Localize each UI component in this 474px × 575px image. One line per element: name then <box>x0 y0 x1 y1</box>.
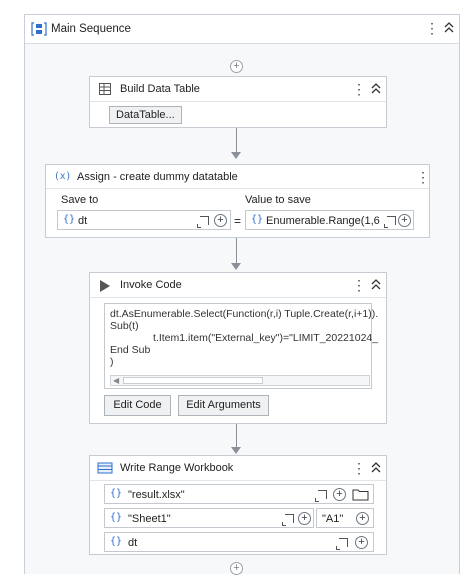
code-line: dt.AsEnumerable.Select(Function(r,i) Tup… <box>110 308 379 320</box>
expression-brace-icon: {} <box>110 512 123 523</box>
add-plus-icon[interactable]: + <box>398 214 411 227</box>
expression-brace-icon: {} <box>63 214 76 225</box>
build-data-table-title: Build Data Table <box>120 83 200 95</box>
value-to-save-field[interactable]: {} Enumerable.Range(1,6 + <box>245 210 414 230</box>
connector-arrow-icon <box>231 263 241 270</box>
write-range-workbook-card[interactable]: Write Range Workbook ⋮ {} "result.xlsx" … <box>89 455 387 555</box>
code-line: Sub(t) <box>110 320 139 332</box>
datatable-value: dt <box>128 537 138 549</box>
datatable-field[interactable]: {} dt + <box>104 532 374 552</box>
add-plus-icon[interactable]: + <box>333 488 346 501</box>
write-range-title: Write Range Workbook <box>120 462 234 474</box>
collapse-icon[interactable] <box>443 21 455 35</box>
add-activity-plus-icon[interactable]: + <box>230 562 243 575</box>
sequence-header[interactable]: Main Sequence ⋮ <box>25 15 459 44</box>
start-cell-value: "A1" <box>322 513 344 525</box>
add-plus-icon[interactable]: + <box>214 214 227 227</box>
invoke-code-title: Invoke Code <box>120 279 182 291</box>
more-options-icon[interactable]: ⋮ <box>352 460 366 476</box>
more-options-icon[interactable]: ⋮ <box>352 81 366 97</box>
folder-icon[interactable] <box>352 488 369 501</box>
save-to-field[interactable]: {} dt + <box>57 210 231 230</box>
add-plus-icon[interactable]: + <box>298 512 311 525</box>
workbook-path-value: "result.xlsx" <box>128 489 185 501</box>
spreadsheet-icon <box>97 462 113 474</box>
scrollbar-thumb[interactable] <box>123 377 263 384</box>
horizontal-scrollbar[interactable]: ◀ <box>110 375 370 386</box>
sequence-title: Main Sequence <box>51 23 131 35</box>
add-plus-icon[interactable]: + <box>356 512 369 525</box>
expression-brace-icon: {} <box>251 214 264 225</box>
connector-line <box>236 128 237 152</box>
start-cell-field[interactable]: "A1" + <box>316 508 374 528</box>
workbook-path-field[interactable]: {} "result.xlsx" + <box>104 484 374 504</box>
edit-arguments-button[interactable]: Edit Arguments <box>178 395 269 416</box>
value-to-save-label: Value to save <box>245 194 311 206</box>
sequence-icon <box>31 22 47 36</box>
expand-editor-icon[interactable] <box>336 538 348 550</box>
assign-icon: (x) <box>54 171 72 182</box>
code-preview-box[interactable]: dt.AsEnumerable.Select(Function(r,i) Tup… <box>104 303 378 389</box>
scroll-left-arrow-icon[interactable]: ◀ <box>113 376 120 385</box>
build-data-table-header[interactable]: Build Data Table ⋮ <box>90 77 386 102</box>
collapse-icon[interactable] <box>370 461 382 475</box>
play-icon <box>100 280 110 292</box>
code-line: t.Item1.item("External_key")="LIMIT_2022… <box>153 332 379 344</box>
collapse-icon[interactable] <box>370 82 382 96</box>
expand-editor-icon[interactable] <box>197 216 209 228</box>
edit-code-button[interactable]: Edit Code <box>104 395 171 416</box>
code-line: End Sub <box>110 344 151 356</box>
assign-title: Assign - create dummy datatable <box>77 171 238 183</box>
more-options-icon[interactable]: ⋮ <box>416 169 430 185</box>
connector-line <box>236 424 237 447</box>
invoke-code-card[interactable]: Invoke Code ⋮ dt.AsEnumerable.Select(Fun… <box>89 272 387 424</box>
assign-header[interactable]: (x) Assign - create dummy datatable ⋮ <box>46 165 430 189</box>
code-line: ) <box>110 356 114 368</box>
build-data-table-card[interactable]: Build Data Table ⋮ DataTable... <box>89 76 387 128</box>
sheet-name-field[interactable]: {} "Sheet1" + <box>104 508 314 528</box>
connector-arrow-icon <box>231 447 241 454</box>
connector-line <box>236 238 237 263</box>
add-plus-icon[interactable]: + <box>355 536 368 549</box>
invoke-code-header[interactable]: Invoke Code ⋮ <box>90 273 386 298</box>
save-to-value: dt <box>78 215 88 227</box>
datatable-button[interactable]: DataTable... <box>109 106 182 124</box>
save-to-label: Save to <box>61 194 99 206</box>
equals-sign: = <box>234 214 242 228</box>
expression-brace-icon: {} <box>110 536 123 547</box>
expand-editor-icon[interactable] <box>384 216 396 228</box>
assign-card[interactable]: (x) Assign - create dummy datatable ⋮ Sa… <box>45 164 430 238</box>
add-activity-plus-icon[interactable]: + <box>230 60 243 73</box>
write-range-header[interactable]: Write Range Workbook ⋮ <box>90 456 386 481</box>
collapse-icon[interactable] <box>370 278 382 292</box>
expand-editor-icon[interactable] <box>315 490 327 502</box>
connector-arrow-icon <box>231 152 241 159</box>
expression-brace-icon: {} <box>110 488 123 499</box>
data-table-icon <box>99 83 111 95</box>
expand-editor-icon[interactable] <box>282 514 294 526</box>
more-options-icon[interactable]: ⋮ <box>352 277 366 293</box>
value-to-save-value: Enumerable.Range(1,6 <box>266 215 380 227</box>
more-options-icon[interactable]: ⋮ <box>425 20 439 36</box>
sheet-name-value: "Sheet1" <box>128 513 171 525</box>
